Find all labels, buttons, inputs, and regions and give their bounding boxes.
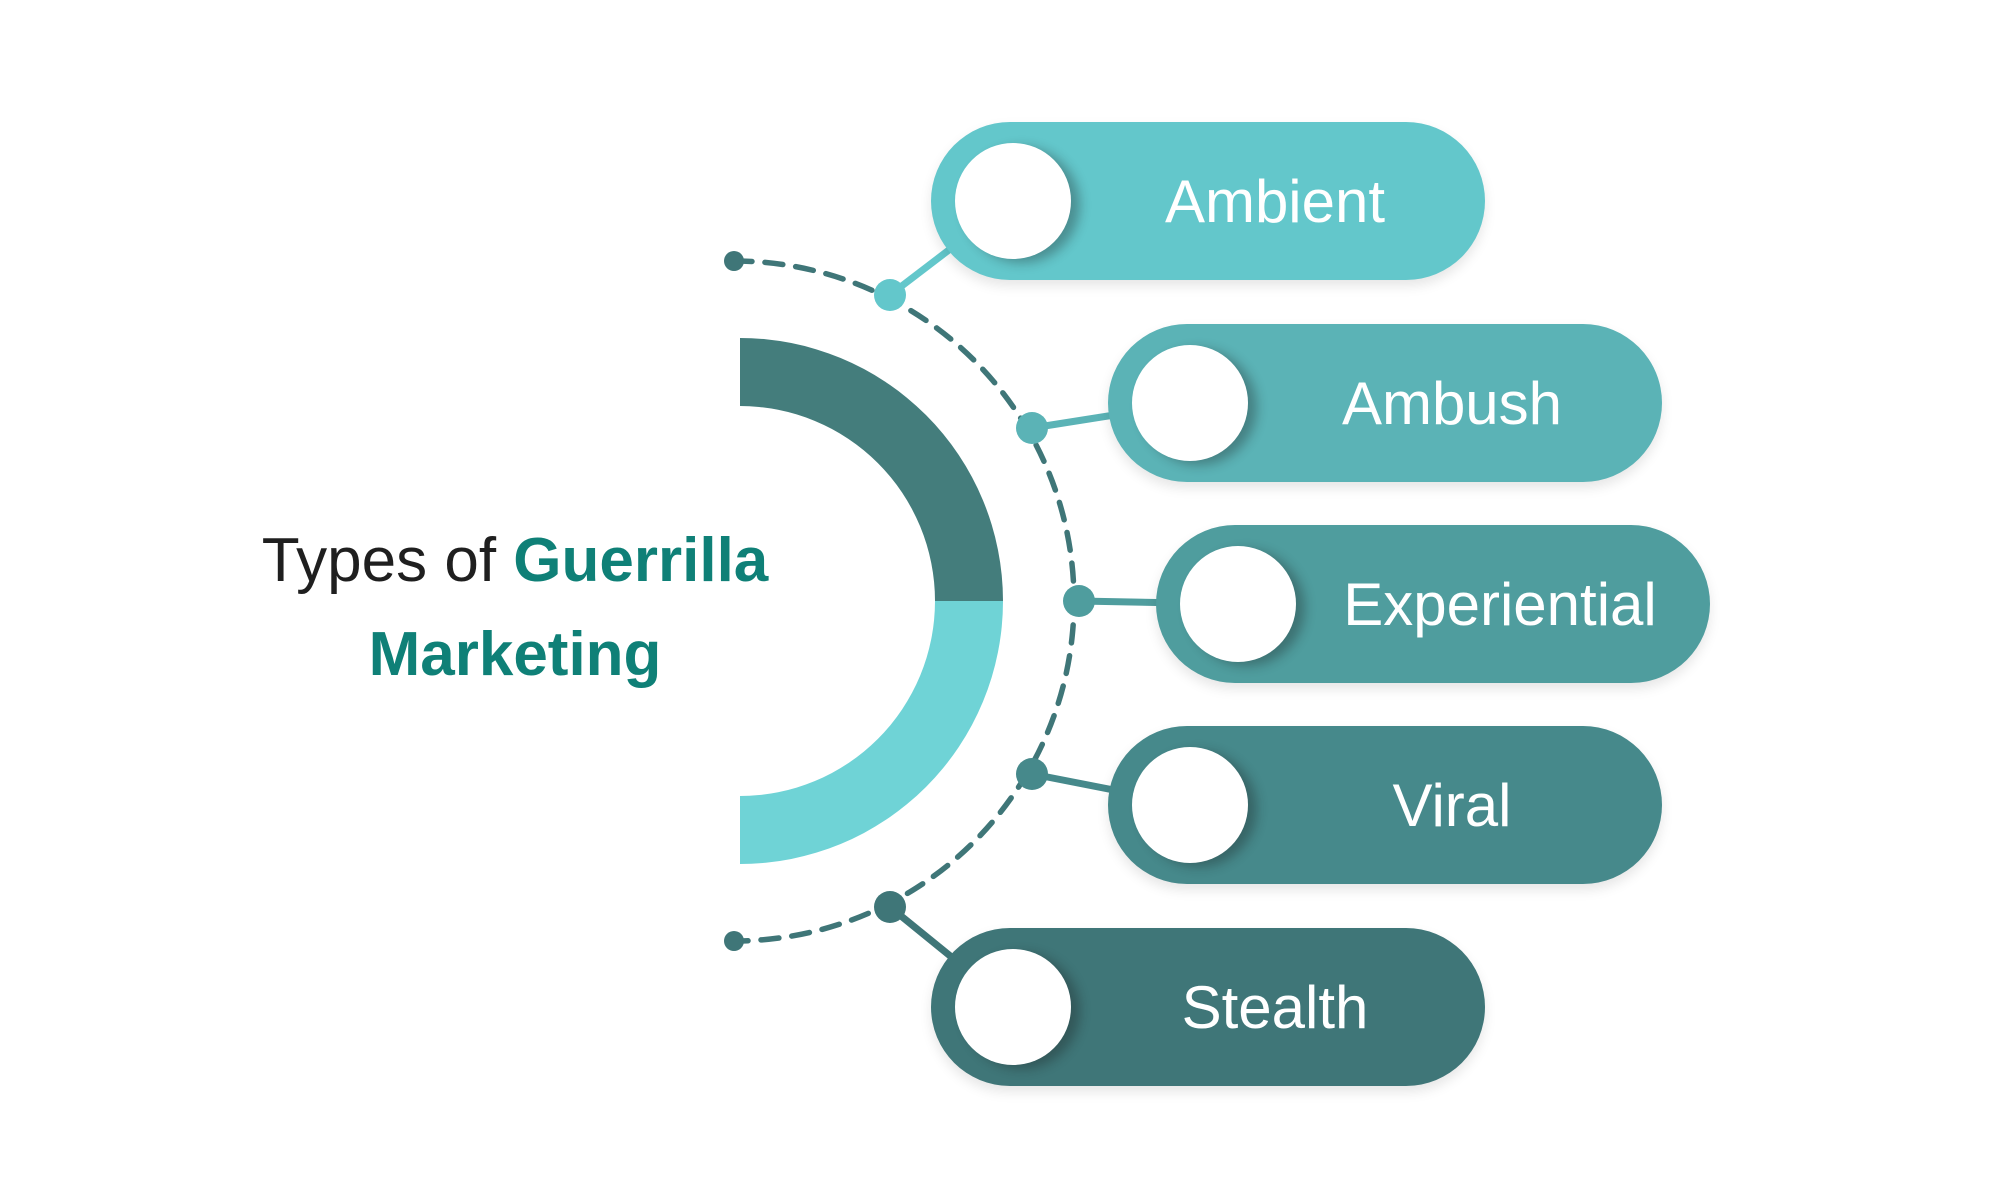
arc-end-dot-top bbox=[724, 251, 744, 271]
title-line-1: Types of Guerrilla bbox=[150, 514, 880, 608]
title-highlight: Guerrilla bbox=[513, 526, 769, 595]
pill-ambush-label: Ambush bbox=[1341, 369, 1563, 437]
pill-experiential-bullet-circle bbox=[1180, 546, 1296, 662]
title-prefix: Types of bbox=[261, 526, 514, 595]
pill-ambient-label: Ambient bbox=[1164, 167, 1386, 235]
arc-end-dot-bottom bbox=[724, 931, 744, 951]
pill-viral-label: Viral bbox=[1392, 771, 1512, 839]
connector-dot-stealth bbox=[874, 891, 906, 923]
connector-dot-viral bbox=[1016, 758, 1048, 790]
pill-experiential-label: Experiential bbox=[1343, 570, 1657, 638]
pill-stealth-bullet-circle bbox=[955, 949, 1071, 1065]
pill-stealth: Stealth bbox=[931, 928, 1485, 1086]
diagram-title: Types of Guerrilla Marketing bbox=[150, 514, 880, 702]
connector-dot-ambush bbox=[1016, 412, 1048, 444]
pill-stealth-label: Stealth bbox=[1181, 973, 1369, 1041]
pill-experiential: Experiential bbox=[1156, 525, 1710, 683]
ring-bottom-half bbox=[740, 601, 1003, 864]
pill-ambush-bullet-circle bbox=[1132, 345, 1248, 461]
connector-dot-ambient bbox=[874, 279, 906, 311]
pill-ambient: Ambient bbox=[931, 122, 1485, 280]
pill-viral-bullet-circle bbox=[1132, 747, 1248, 863]
pill-ambush: Ambush bbox=[1108, 324, 1662, 482]
connector-dot-experiential bbox=[1063, 585, 1095, 617]
pill-viral: Viral bbox=[1108, 726, 1662, 884]
pill-ambient-bullet-circle bbox=[955, 143, 1071, 259]
ring-top-half bbox=[740, 338, 1003, 601]
title-line-2: Marketing bbox=[368, 620, 662, 689]
